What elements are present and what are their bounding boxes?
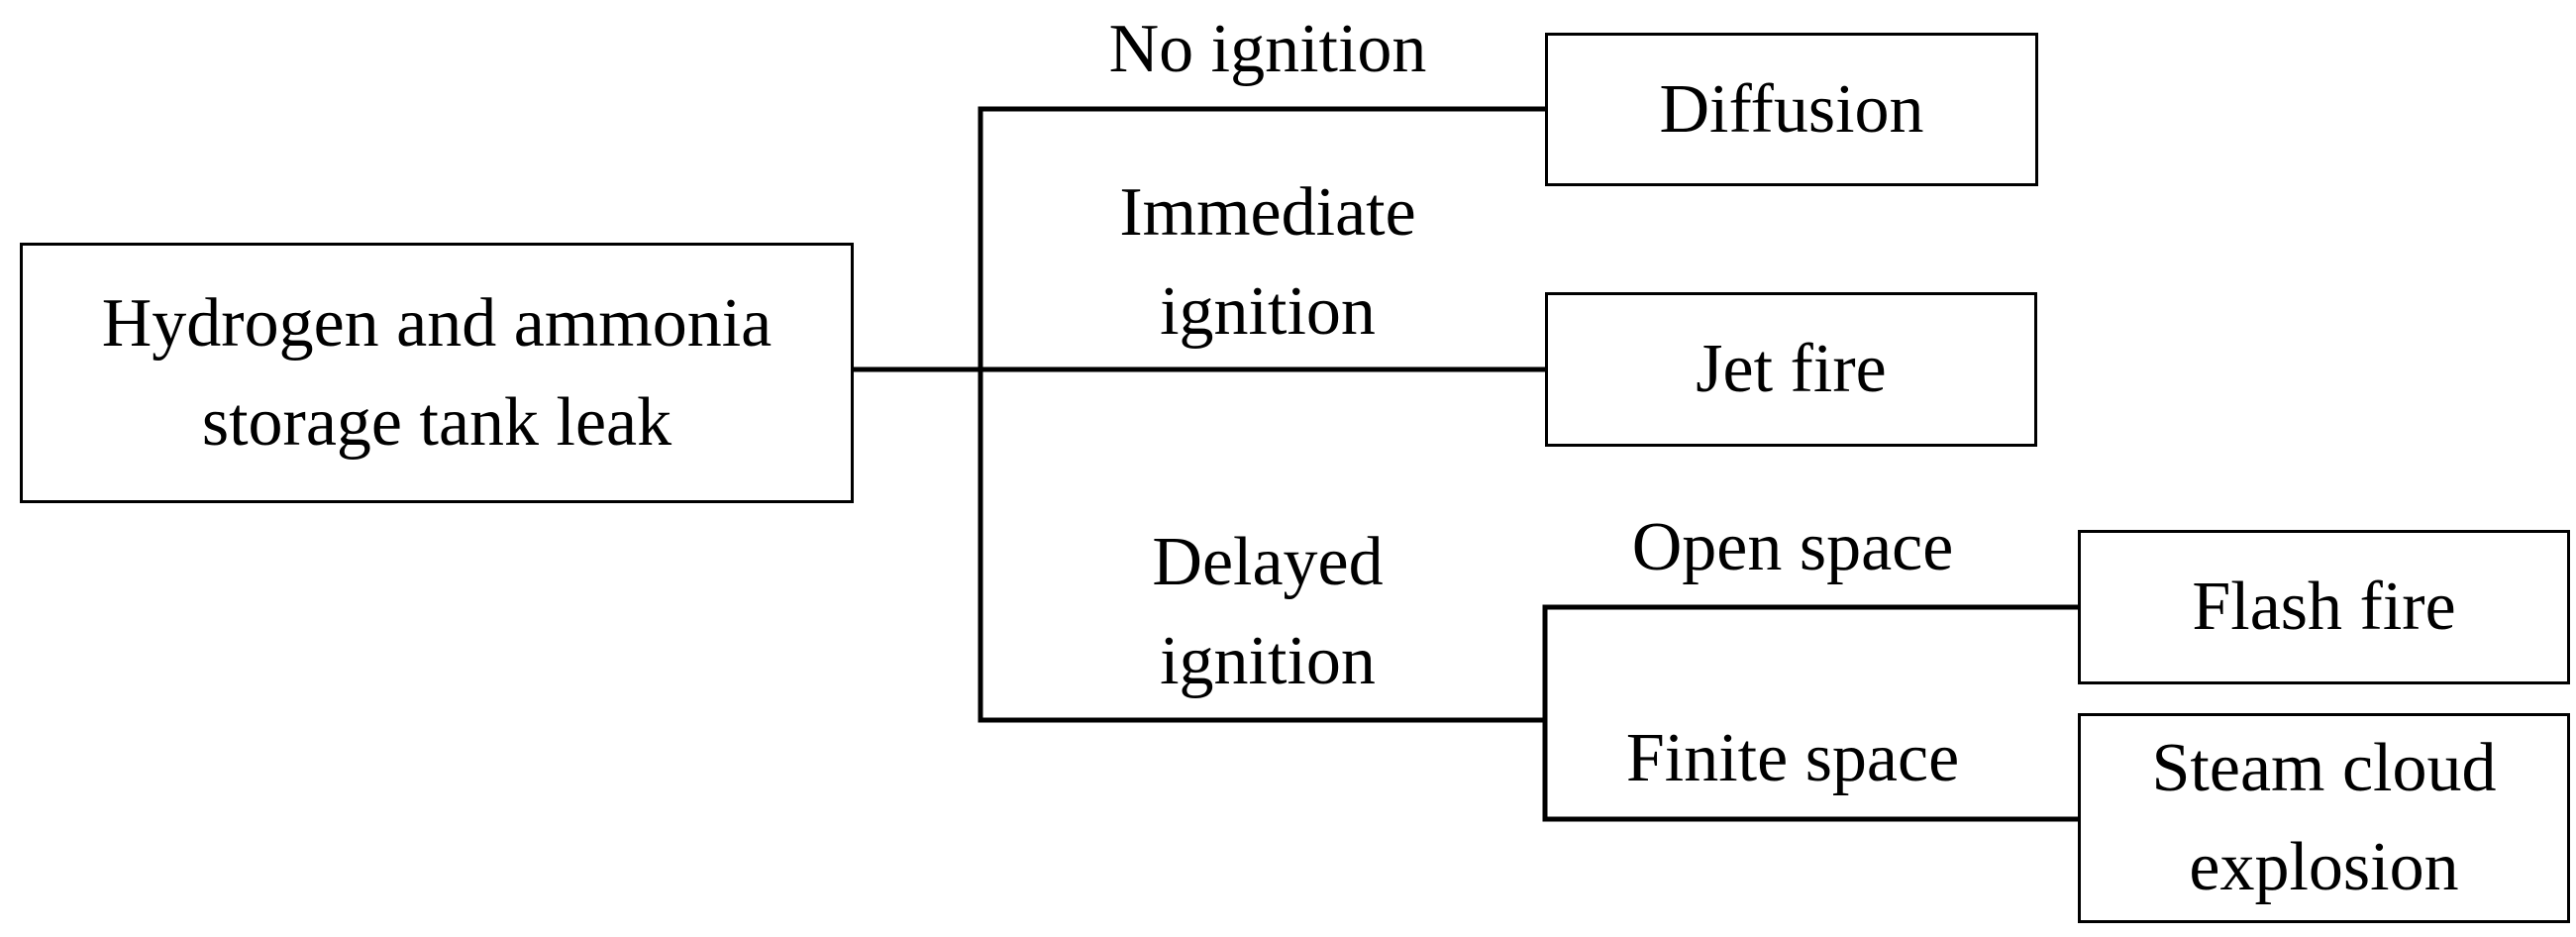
diffusion-node-label: Diffusion <box>1659 70 1924 148</box>
jet-fire-node-label: Jet fire <box>1696 331 1887 407</box>
root-node-box: Hydrogen and ammonia storage tank leak <box>20 243 854 503</box>
jet-fire-node-box: Jet fire <box>1545 292 2037 447</box>
branch-label-delayed-ignition: Delayed ignition <box>1070 513 1466 711</box>
branch-label-finite-space: Finite space <box>1565 709 2020 808</box>
steam-cloud-explosion-node-label: Steam cloud explosion <box>2151 730 2497 905</box>
flash-fire-node-box: Flash fire <box>2078 530 2570 684</box>
branch-label-open-space: Open space <box>1565 498 2020 597</box>
steam-cloud-explosion-node-box: Steam cloud explosion <box>2078 713 2570 923</box>
branch-label-immediate-ignition: Immediate ignition <box>1070 163 1466 362</box>
flash-fire-node-label: Flash fire <box>2192 569 2456 645</box>
branch-label-no-ignition: No ignition <box>1070 0 1466 99</box>
diffusion-node-box: Diffusion <box>1545 33 2038 186</box>
root-node-label: Hydrogen and ammonia storage tank leak <box>101 284 773 461</box>
